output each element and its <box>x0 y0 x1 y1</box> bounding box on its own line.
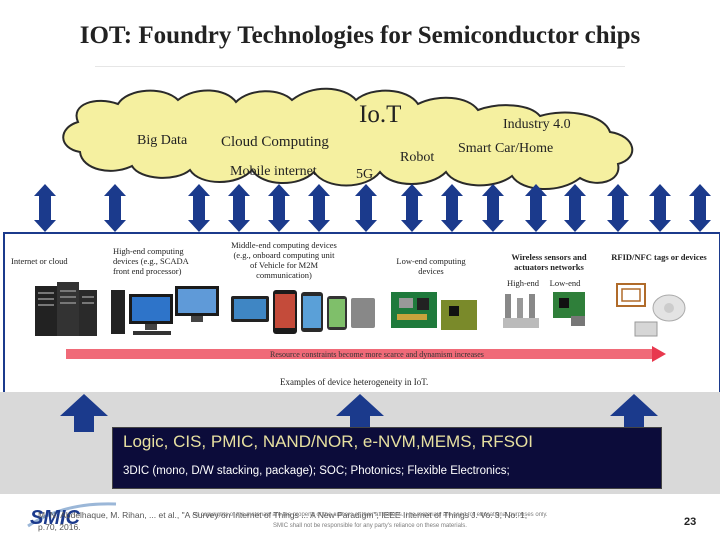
embedded-board-icon <box>391 292 477 330</box>
iot-cloud <box>62 87 634 190</box>
up-arrow-2 <box>336 394 384 432</box>
label-smart-car-home: Smart Car/Home <box>458 141 554 156</box>
smic-logo: SMIC <box>27 502 117 529</box>
copyright-line-2: SMIC shall not be responsible for any pa… <box>273 523 467 529</box>
wireless-sensor-icon <box>503 292 585 328</box>
sub-label-low-end: Low-end <box>549 278 581 288</box>
column-head-low-end: Low-end computing devices <box>396 256 466 276</box>
logo-text: SMIC <box>30 507 81 529</box>
reference-citation: M. N. Abdelhaque, M. Rihan, ... et al., … <box>38 509 678 533</box>
technology-sublist: 3DIC (mono, D/W stacking, package); SOC;… <box>123 465 510 477</box>
copyright-line-1: All copyrights of the materials are the … <box>192 512 548 518</box>
up-arrow-3 <box>610 394 658 432</box>
double-arrow-9 <box>441 184 463 232</box>
cloud-shape <box>62 87 634 190</box>
double-arrow-10 <box>482 184 504 232</box>
figure-caption: Examples of device heterogeneity in IoT. <box>280 377 429 387</box>
reference-line-2: p.70, 2016. <box>38 522 81 532</box>
device-heterogeneity-figure: Internet or cloud High-end computing dev… <box>3 232 720 396</box>
title-divider <box>95 66 625 67</box>
double-arrow-2 <box>104 184 126 232</box>
technology-box: Logic, CIS, PMIC, NAND/NOR, e-NVM,MEMS, … <box>112 427 662 489</box>
page-number: 23 <box>684 516 697 528</box>
desktop-computer-icon <box>111 286 219 335</box>
double-arrow-7 <box>355 184 377 232</box>
label-robot: Robot <box>400 150 435 165</box>
double-arrow-12 <box>564 184 586 232</box>
double-arrow-13 <box>607 184 629 232</box>
double-arrow-1 <box>34 184 56 232</box>
resource-constraint-label: Resource constraints become more scarce … <box>270 350 484 359</box>
label-industry: Industry 4.0 <box>503 117 571 132</box>
double-arrow-15 <box>689 184 711 232</box>
reference-line-1: M. N. Abdelhaque, M. Rihan, ... et al., … <box>38 510 528 520</box>
sub-label-high-end: High-end <box>506 278 540 288</box>
label-cloud-computing: Cloud Computing <box>221 134 329 150</box>
double-arrow-5 <box>268 184 290 232</box>
server-rack-icon <box>35 282 97 336</box>
up-arrow-1 <box>60 394 108 432</box>
device-images <box>35 282 686 337</box>
label-iot: Io.T <box>359 101 402 128</box>
resource-constraint-arrow <box>66 346 666 362</box>
double-arrow-8 <box>401 184 423 232</box>
column-head-middle-end: Middle-end computing devices (e.g., onbo… <box>231 240 337 280</box>
label-big-data: Big Data <box>137 133 188 148</box>
double-arrow-3 <box>188 184 210 232</box>
copyright-notice: All copyrights of the materials are the … <box>190 510 550 532</box>
mobile-devices-icon <box>231 290 375 334</box>
column-head-wireless: Wireless sensors and actuators networks <box>511 252 587 272</box>
column-head-rfid: RFID/NFC tags or devices <box>611 252 707 262</box>
rfid-tag-icon <box>616 283 686 337</box>
label-5g: 5G <box>356 167 374 182</box>
footer <box>0 494 720 540</box>
slide-title: IOT: Foundry Technologies for Semiconduc… <box>79 22 641 49</box>
label-mobile-internet: Mobile internet <box>230 164 317 179</box>
technology-list: Logic, CIS, PMIC, NAND/NOR, e-NVM,MEMS, … <box>123 432 533 451</box>
double-arrow-11 <box>525 184 547 232</box>
double-arrow-14 <box>649 184 671 232</box>
column-head-high-end: High-end computing devices (e.g., SCADA … <box>113 246 189 276</box>
double-arrow-6 <box>308 184 330 232</box>
double-arrow-4 <box>228 184 250 232</box>
column-head-internet: Internet or cloud <box>11 256 68 266</box>
